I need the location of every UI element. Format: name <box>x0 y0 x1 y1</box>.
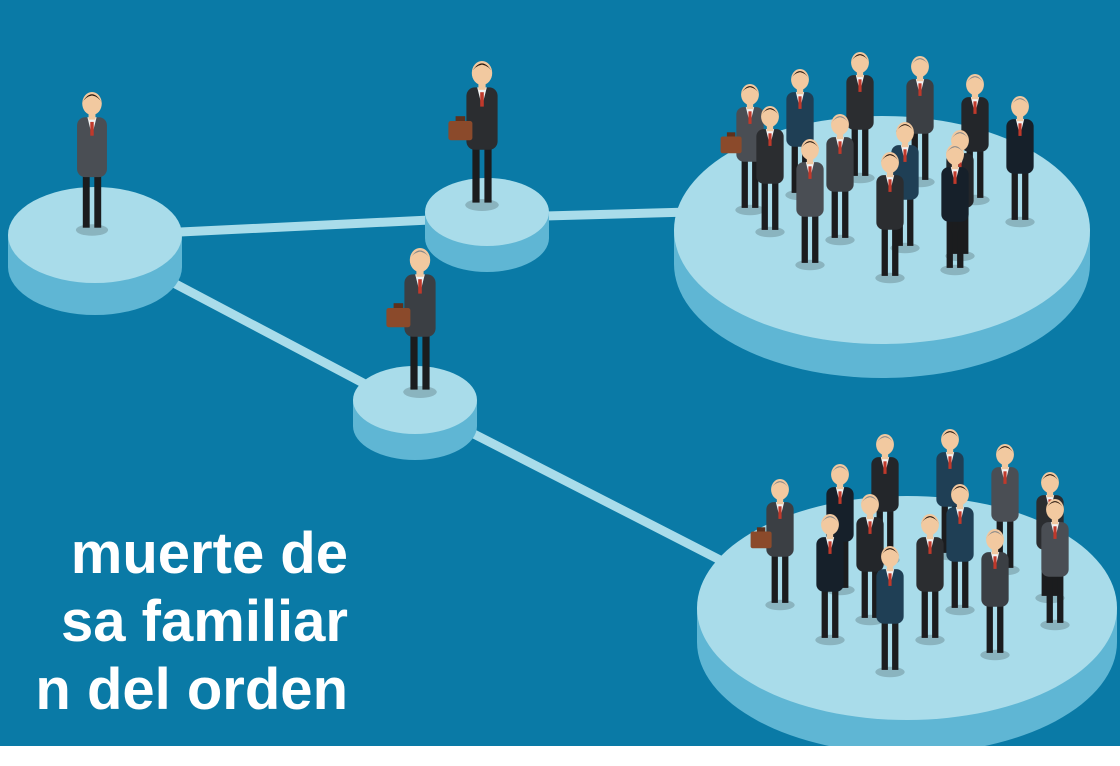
founder-figure <box>75 92 109 236</box>
crowd-top <box>720 52 1035 284</box>
headline-line-2: sa familiar <box>61 589 348 654</box>
businessman-figure <box>750 479 795 611</box>
businessman-figure <box>825 114 855 246</box>
platform-founder <box>8 187 182 315</box>
crowd-bottom <box>750 429 1070 678</box>
connector-heir-top-to-group-top <box>540 207 695 221</box>
businessman-figure <box>980 529 1010 661</box>
businessman-figure <box>1040 499 1070 631</box>
platform-heir-bottom <box>353 366 477 460</box>
network-illustration <box>8 52 1117 746</box>
businessman-figure <box>755 106 785 238</box>
businessman-figure <box>915 514 945 646</box>
connector-heir-bottom-to-group-bottom <box>465 427 725 565</box>
businessman-figure <box>795 139 825 271</box>
connectors <box>163 207 725 565</box>
businessman-figure <box>720 84 765 216</box>
businessman-figure <box>1005 96 1035 228</box>
connector-founder-to-heir-top <box>175 215 435 237</box>
illustration-scene: muerte de sa familiar n del orden <box>0 0 1120 746</box>
figures <box>75 52 1070 678</box>
businessman-figure <box>875 546 905 678</box>
headline: muerte de sa familiar n del orden <box>0 520 348 724</box>
connector-founder-to-heir-bottom <box>163 275 370 389</box>
heir-bottom-figure <box>386 248 437 398</box>
businessman-figure <box>386 248 437 398</box>
platform-heir-top <box>425 178 549 272</box>
businessman-figure <box>75 92 109 236</box>
businessman-figure <box>940 144 970 276</box>
headline-line-1: muerte de <box>70 521 348 586</box>
businessman-figure <box>875 152 905 284</box>
businessman-figure <box>815 514 845 646</box>
heir-top-figure <box>448 61 499 211</box>
headline-line-3: n del orden <box>35 657 348 722</box>
businessman-figure <box>448 61 499 211</box>
businessman-figure <box>945 484 975 616</box>
